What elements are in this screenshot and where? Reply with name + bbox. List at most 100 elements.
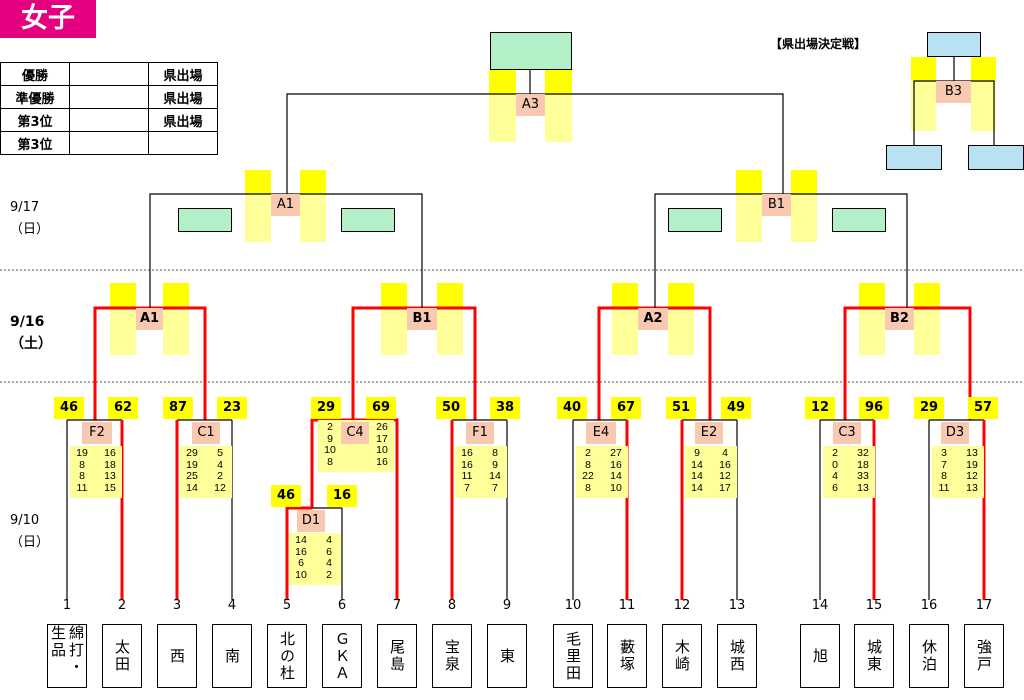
set-score: 18 bbox=[104, 458, 116, 471]
team-name: 南 bbox=[212, 624, 252, 688]
match-label-A2: A2 bbox=[638, 308, 668, 330]
set-score: 8 bbox=[492, 447, 498, 459]
team-number: 10 bbox=[564, 598, 582, 613]
bracket-highlight bbox=[300, 170, 326, 194]
bracket-highlight bbox=[971, 57, 996, 81]
match-label-E4: E4 bbox=[586, 422, 616, 444]
match-label-B1_top: B1 bbox=[762, 194, 791, 216]
bracket-highlight bbox=[163, 307, 189, 355]
seed-score-C1: 87 bbox=[163, 397, 193, 419]
set-score: 25 bbox=[186, 470, 198, 482]
team-number: 14 bbox=[811, 598, 829, 613]
match-label-C1: C1 bbox=[192, 422, 220, 444]
seed-score-D3: 29 bbox=[914, 397, 944, 419]
seed-score-E2: 49 bbox=[721, 397, 751, 419]
bracket-highlight bbox=[668, 307, 694, 355]
seed-score-C4: 29 bbox=[311, 397, 341, 419]
set-score: 6 bbox=[832, 481, 838, 494]
note-cell: 県出場 bbox=[148, 62, 218, 86]
date-weekday: （土） bbox=[10, 336, 52, 352]
set-score: 2 bbox=[326, 568, 332, 581]
set-score: 2 bbox=[327, 421, 333, 433]
set-score: 5 bbox=[217, 447, 223, 459]
bracket-highlight bbox=[163, 283, 189, 307]
team-name: 木崎 bbox=[662, 624, 702, 688]
bracket-highlight bbox=[437, 283, 463, 307]
date-0910: 9/10 （日） bbox=[10, 510, 49, 554]
pref-final-label: 【県出場決定戦】 bbox=[770, 37, 867, 51]
set-score: 8 bbox=[585, 481, 591, 494]
set-score: 26 bbox=[376, 421, 388, 433]
bracket-highlight bbox=[489, 70, 516, 94]
match-label-A3: A3 bbox=[516, 94, 545, 116]
date-label: 9/10 bbox=[10, 513, 40, 528]
match-label-B1: B1 bbox=[407, 308, 437, 330]
team-name: 城東 bbox=[854, 624, 894, 688]
set-score: 10 bbox=[610, 481, 622, 494]
team-name: 尾島 bbox=[377, 624, 417, 688]
team-number: 12 bbox=[673, 598, 691, 613]
bracket-highlight bbox=[245, 170, 271, 194]
bracket-highlight bbox=[859, 307, 885, 355]
match-label-B2: B2 bbox=[885, 308, 914, 330]
set-score: 16 bbox=[461, 447, 473, 459]
date-label: 9/17 bbox=[10, 200, 40, 215]
set-score: 29 bbox=[186, 447, 198, 459]
set-score: 10 bbox=[324, 444, 336, 456]
set-score: 11 bbox=[76, 481, 88, 494]
bracket-highlight bbox=[300, 194, 326, 242]
set-score: 10 bbox=[295, 568, 307, 581]
set-score: 14 bbox=[610, 470, 622, 482]
seed-score-C3: 96 bbox=[859, 397, 889, 419]
seed-score-D1: 16 bbox=[327, 485, 357, 507]
set-score: 19 bbox=[186, 458, 198, 471]
date-0916: 9/16 （土） bbox=[10, 311, 52, 355]
slot-b3-left bbox=[886, 145, 942, 170]
note-cell bbox=[148, 131, 218, 155]
set-score: 13 bbox=[966, 447, 978, 459]
team-number: 17 bbox=[975, 598, 993, 613]
set-score: 16 bbox=[295, 545, 307, 558]
team-number: 7 bbox=[392, 598, 402, 613]
team-number: 8 bbox=[447, 598, 457, 613]
slot-a1-right bbox=[341, 208, 395, 232]
set-score: 19 bbox=[76, 447, 88, 459]
bracket-highlight bbox=[914, 307, 940, 355]
set-score: 14 bbox=[691, 458, 703, 471]
team-name: 休泊 bbox=[909, 624, 949, 688]
set-score: 8 bbox=[941, 470, 947, 482]
set-score: 8 bbox=[79, 458, 85, 471]
bracket-highlight bbox=[736, 170, 762, 194]
set-score: 32 bbox=[857, 447, 869, 459]
table-row: 準優勝県出場 bbox=[0, 85, 218, 109]
set-score: 8 bbox=[585, 458, 591, 471]
date-weekday: （日） bbox=[10, 222, 50, 237]
set-score: 16 bbox=[610, 458, 622, 471]
set-score: 7 bbox=[492, 481, 498, 494]
set-score: 17 bbox=[719, 481, 731, 494]
set-score: 4 bbox=[326, 557, 332, 569]
seed-score-E4: 67 bbox=[611, 397, 641, 419]
team-number: 3 bbox=[172, 598, 182, 613]
team-number: 1 bbox=[62, 598, 72, 613]
bracket-highlight bbox=[859, 283, 885, 307]
bracket-highlight bbox=[612, 307, 638, 355]
bracket-highlight bbox=[381, 283, 407, 307]
bracket-highlight bbox=[381, 307, 407, 355]
set-score: 2 bbox=[832, 447, 838, 459]
bracket-highlight bbox=[911, 57, 936, 81]
set-score: 18 bbox=[857, 458, 869, 471]
match-label-C4: C4 bbox=[341, 422, 369, 444]
team-name: 旭 bbox=[800, 624, 840, 688]
